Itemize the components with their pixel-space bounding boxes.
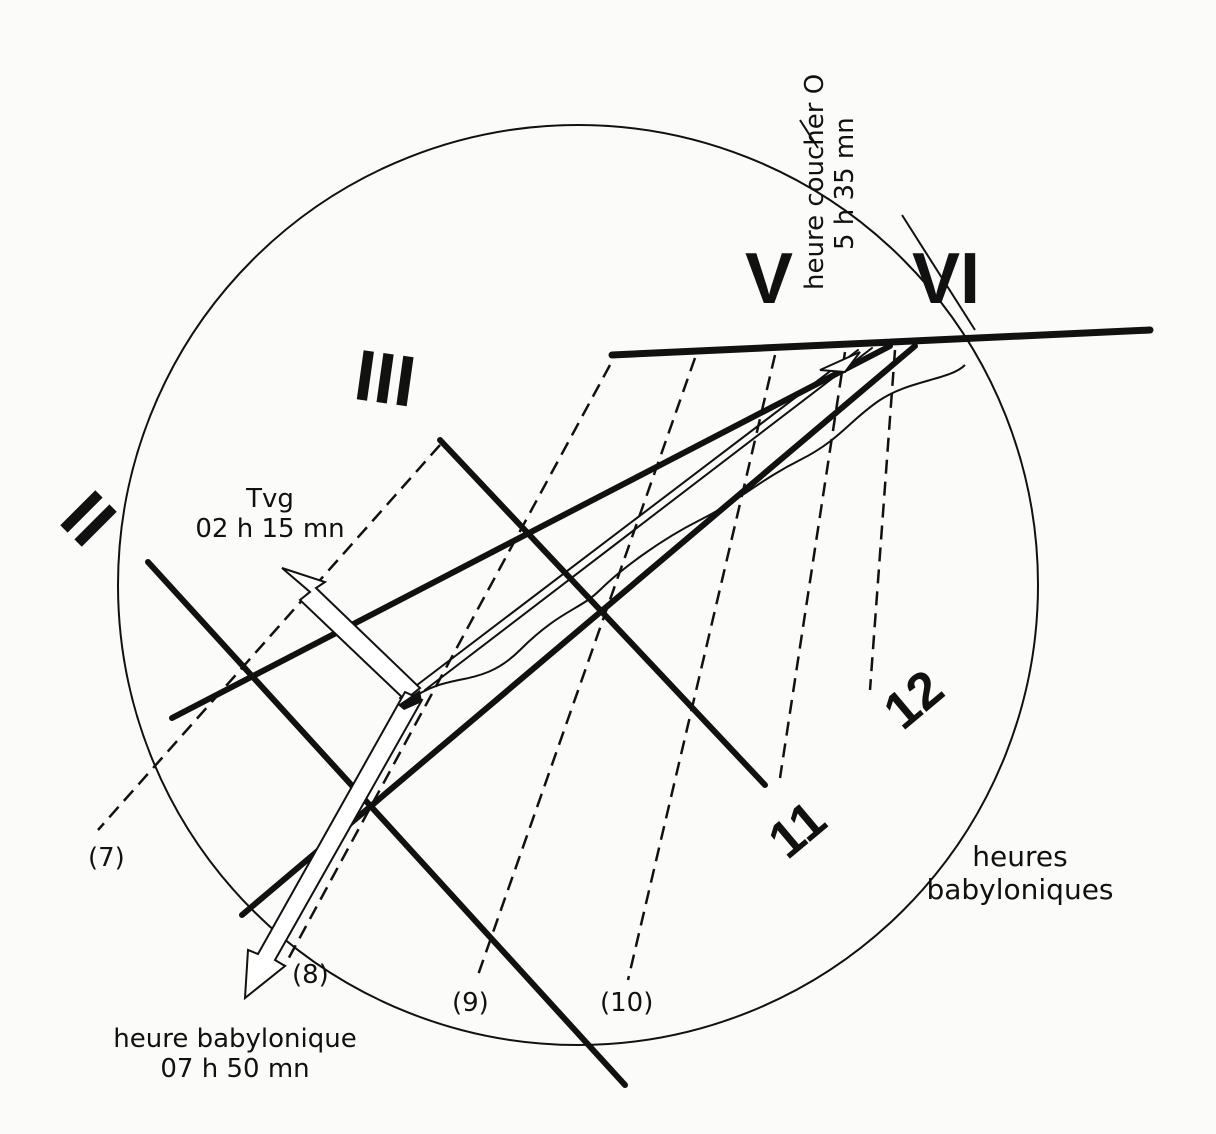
hour-label-V: V (745, 239, 794, 319)
hour-label-III: III (349, 335, 421, 423)
tvg-arrow (281, 567, 422, 702)
tvg-time: 02 h 15 mn (195, 514, 345, 544)
horizon-line (608, 326, 1154, 359)
dashed-line-9 (476, 357, 697, 976)
sun-marker (398, 690, 422, 710)
line-ref-9: (9) (452, 988, 489, 1018)
hour-line-II (145, 559, 628, 1088)
babylonian-hour-arrow (243, 690, 424, 1001)
babylonian-hour-title: heure babylonique (113, 1024, 357, 1054)
sunset-title: heure coucher O (800, 73, 830, 290)
tvg-label: Tvg 02 h 15 mn (170, 484, 370, 544)
hour-label-VI: VI (912, 239, 981, 319)
babylonian-hour-label: heure babylonique 07 h 50 mn (70, 1024, 400, 1084)
hour-line-III (437, 437, 768, 788)
thin-line-1 (399, 349, 859, 699)
thin-line-2 (424, 347, 873, 691)
legend-line-2: babyloniques (926, 873, 1114, 906)
line-ref-8: (8) (292, 960, 329, 990)
thick-line-upper (169, 343, 893, 721)
legend-line-1: heures (972, 840, 1068, 873)
wavy-line (409, 364, 966, 701)
dashed-line-10 (626, 354, 777, 981)
sunset-leader-2 (901, 214, 976, 331)
dashed-line-8 (283, 364, 612, 966)
dashed-line-12 (868, 349, 897, 691)
sunset-leader-1 (799, 119, 819, 149)
tvg-title: Tvg (246, 484, 294, 514)
line-ref-10: (10) (600, 988, 654, 1018)
dashed-line-7 (97, 444, 441, 831)
babylonian-hour-time: 07 h 50 mn (160, 1054, 310, 1084)
legend-babylonian-hours: heures babyloniques (895, 840, 1145, 906)
line-ref-7: (7) (88, 843, 125, 873)
sunset-arrow-head (819, 351, 861, 374)
sunset-time: 5 h 35 mn (830, 117, 860, 250)
dial-circle (117, 124, 1039, 1046)
sunset-label: heure coucher O 5 h 35 mn (800, 30, 860, 290)
dashed-line-11 (778, 351, 847, 779)
